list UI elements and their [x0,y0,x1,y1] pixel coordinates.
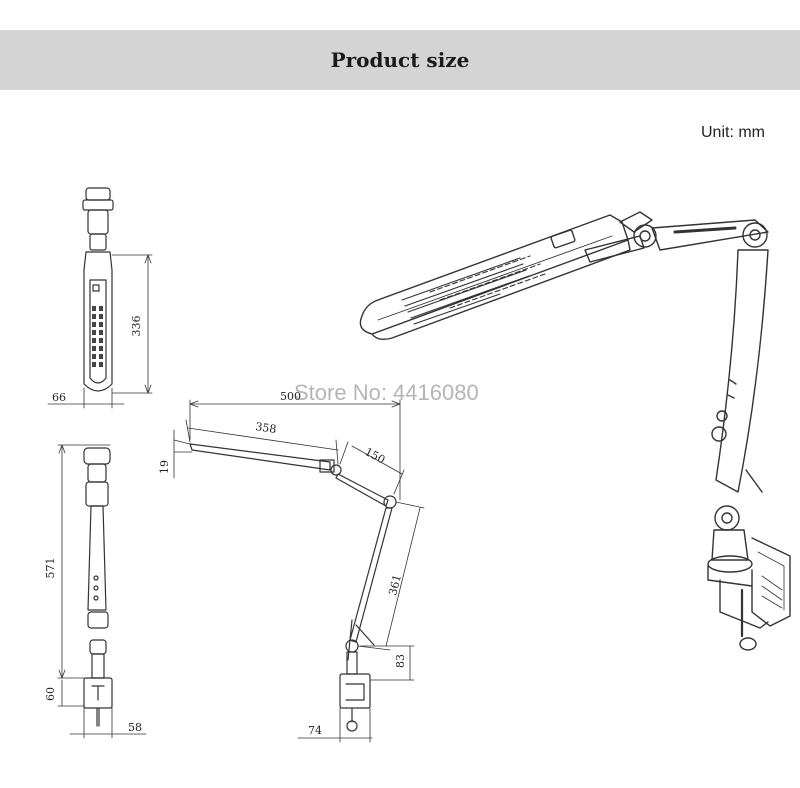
store-watermark: Store No: 4416080 [294,380,479,405]
dim-head-arm [185,419,339,465]
perspective-vent-grid [401,255,546,325]
dim-head-length-label: 336 [130,316,143,337]
head-vent-grid [92,306,103,367]
dim-head-width [47,387,125,409]
dim-lower-arm-label: 361 [386,573,404,597]
title-banner: Product size [0,30,800,90]
dim-lower-arm [357,501,425,651]
front-view-lamp [83,447,113,727]
perspective-view-lamp [359,211,791,651]
dim-clamp-depth [297,707,373,743]
page-title: Product size [330,48,470,72]
dim-reach [189,399,401,501]
dim-head-width-label: 66 [52,391,66,404]
dim-base-width-label: 58 [128,721,142,734]
top-view-lamp [82,187,114,392]
dim-total-height-label: 571 [44,558,57,579]
dim-clamp-offset [359,645,415,681]
side-view-lamp [189,443,397,732]
dim-reach-label: 500 [280,390,301,403]
dim-head-thickness [173,429,193,479]
dim-base-width [69,705,147,739]
dim-head-length [111,254,153,394]
unit-label: Unit: mm [701,124,765,141]
dim-head-arm-label: 358 [255,420,278,436]
dim-total-height [57,444,111,679]
dim-clamp-depth-label: 74 [308,724,322,737]
dim-clamp-offset-label: 83 [394,654,407,668]
dim-clamp-height-label: 60 [44,687,57,701]
dim-clamp-height [57,679,85,707]
dim-head-thickness-label: 19 [158,460,171,474]
dim-upper-arm [339,441,405,495]
